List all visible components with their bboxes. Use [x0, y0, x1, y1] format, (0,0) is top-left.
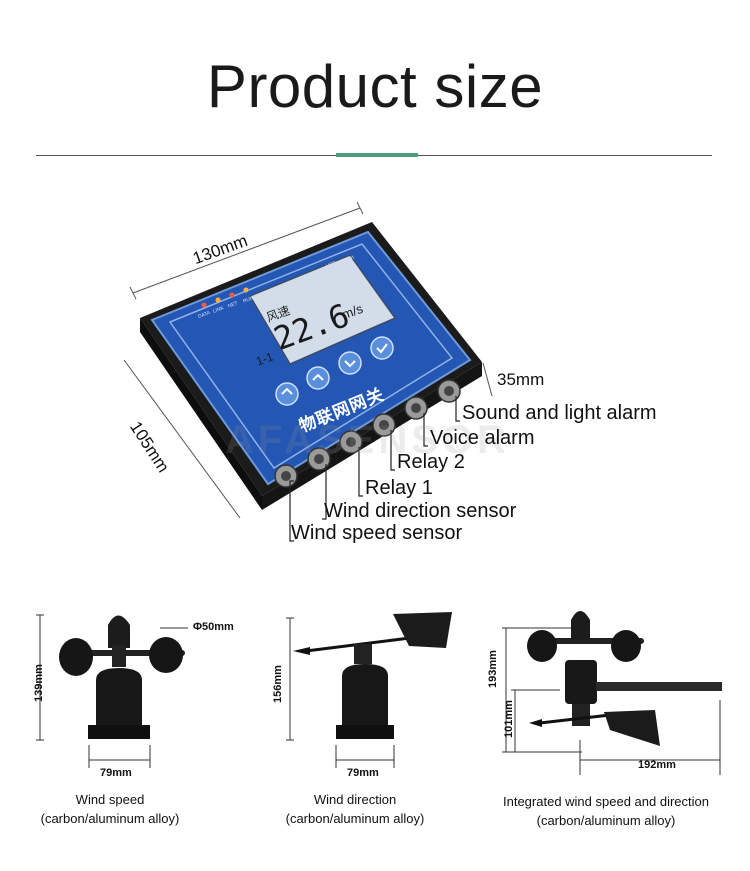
integrated-sensor — [502, 611, 722, 775]
label-voice-alarm: Voice alarm — [430, 427, 535, 449]
divider-accent — [336, 153, 418, 157]
caption-wind-speed: Wind speed (carbon/aluminum alloy) — [20, 790, 200, 828]
caption-name: Wind direction — [313, 792, 397, 807]
label-relay-1: Relay 1 — [365, 477, 433, 499]
label-wind-speed-sensor: Wind speed sensor — [291, 522, 463, 544]
direction-width: 79mm — [347, 767, 379, 779]
page-title: Product size — [206, 53, 544, 120]
speed-width: 79mm — [100, 767, 132, 779]
caption-wind-direction: Wind direction (carbon/aluminum alloy) — [265, 790, 445, 828]
caption-material: (carbon/aluminum alloy) — [536, 813, 676, 828]
label-wind-direction-sensor: Wind direction sensor — [324, 500, 517, 522]
gateway-device — [123, 201, 493, 542]
caption-material: (carbon/aluminum alloy) — [40, 811, 180, 826]
anemometer — [36, 614, 188, 768]
integrated-height: 193mm — [487, 650, 499, 688]
caption-name: Wind speed — [75, 792, 145, 807]
device-depth: 35mm — [497, 370, 545, 389]
direction-height: 156mm — [272, 665, 284, 703]
integrated-width: 192mm — [638, 759, 676, 771]
label-relay-2: Relay 2 — [397, 451, 465, 473]
caption-material: (carbon/aluminum alloy) — [285, 811, 425, 826]
wind-vane — [286, 612, 452, 768]
caption-name: Integrated wind speed and direction — [503, 794, 709, 809]
caption-integrated: Integrated wind speed and direction (car… — [478, 792, 734, 830]
integrated-mid-height: 101mm — [503, 700, 515, 738]
speed-height: 139mm — [33, 664, 45, 702]
speed-diameter: Φ50mm — [193, 621, 234, 633]
label-sound-light-alarm: Sound and light alarm — [462, 402, 657, 424]
watermark: AFASENSOR — [225, 418, 510, 462]
